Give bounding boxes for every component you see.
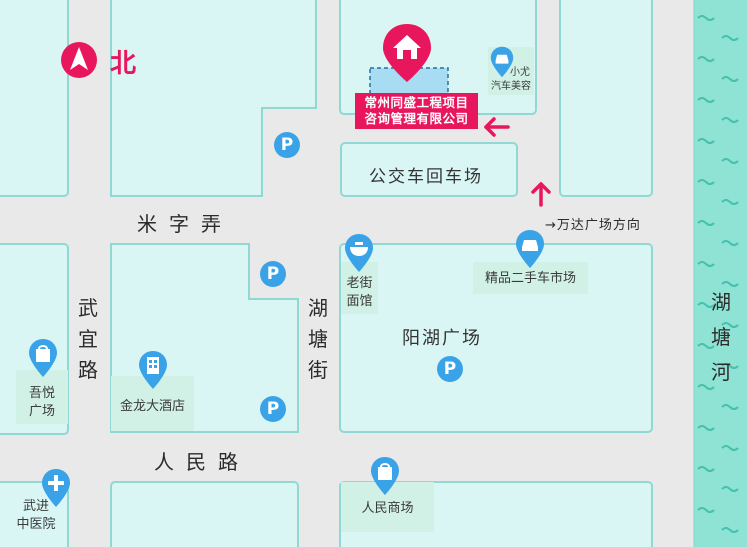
wave [721, 322, 739, 328]
poi-line: 汽车美容 [491, 81, 531, 92]
road-char: 街 [308, 358, 328, 382]
shopping-bag-icon[interactable] [369, 456, 401, 496]
block-bus-depot [340, 142, 518, 197]
poi-laojie-label: 老街 面馆 [341, 275, 378, 311]
road-char: 湖 [308, 296, 328, 320]
hospital-cross-icon[interactable] [40, 468, 72, 508]
river-char: 河 [711, 360, 731, 384]
road-char: 宜 [78, 327, 98, 351]
wave [697, 138, 715, 144]
north-arrow-icon [61, 42, 97, 78]
wave [721, 158, 739, 164]
poi-line: 中医院 [16, 517, 56, 532]
poi-line: 广场 [28, 404, 55, 419]
wave [721, 527, 739, 533]
river-waves [697, 15, 739, 533]
yanghu-square-label: 阳湖广场 [402, 328, 482, 349]
car-icon[interactable] [489, 46, 515, 78]
bowl-icon[interactable] [343, 233, 375, 273]
wave [697, 179, 715, 185]
road-char: 武 [78, 296, 98, 320]
wave [697, 343, 715, 349]
poi-bg [16, 370, 68, 424]
wave [697, 97, 715, 103]
road-char: 塘 [308, 327, 328, 351]
parking-icon[interactable]: P [260, 396, 286, 422]
road-label-wuyi: 武 宜 路 [76, 293, 100, 386]
wave [697, 56, 715, 62]
river-char: 湖 [711, 290, 731, 314]
poi-line: 吾悦 [28, 386, 55, 401]
target-label[interactable]: 常州同盛工程项目 咨询管理有限公司 [355, 93, 478, 129]
wanda-direction-label: →万达广场方向 [545, 218, 641, 233]
wave [721, 281, 739, 287]
wave [721, 363, 739, 369]
river-char: 塘 [711, 325, 731, 349]
wave [697, 466, 715, 472]
block [559, 0, 653, 197]
river [693, 0, 747, 547]
wave [697, 220, 715, 226]
wave [721, 35, 739, 41]
target-label-line1: 常州同盛工程项目 [364, 95, 469, 110]
block [110, 0, 317, 197]
poi-wujin-hospital-label: 武进 中医院 [8, 498, 64, 534]
hotel-icon[interactable] [137, 350, 169, 390]
poi-line: 小尤 [510, 67, 530, 78]
poi-line: 面馆 [346, 294, 373, 309]
parking-icon[interactable]: P [274, 132, 300, 158]
north-label: 北 [110, 49, 137, 79]
car-icon[interactable] [514, 229, 546, 269]
road-label-mizinong: 米字弄 [137, 212, 233, 236]
wave [697, 507, 715, 513]
wave [721, 199, 739, 205]
target-label-line2: 咨询管理有限公司 [364, 111, 469, 126]
block [0, 0, 69, 197]
wave [697, 15, 715, 21]
wave [721, 445, 739, 451]
road-char: 路 [78, 358, 98, 382]
parking-icon[interactable]: P [260, 261, 286, 287]
parking-icon[interactable]: P [437, 356, 463, 382]
river-label: 湖 塘 河 [709, 285, 733, 390]
road-label-renmin: 人民路 [154, 450, 250, 474]
wave [721, 117, 739, 123]
wave [697, 384, 715, 390]
wave [697, 425, 715, 431]
bus-depot-label: 公交车回车场 [369, 167, 483, 187]
house-icon[interactable] [380, 22, 434, 84]
wave [697, 261, 715, 267]
road-label-hutang-street: 湖 塘 街 [306, 293, 330, 386]
poi-wuyue-label: 吾悦 广场 [16, 385, 68, 421]
poi-renmin-mall-label: 人民商场 [361, 501, 414, 516]
arrow-up-icon [531, 182, 551, 207]
shopping-bag-icon[interactable] [27, 338, 59, 378]
wave [697, 302, 715, 308]
wave [721, 404, 739, 410]
wave [721, 240, 739, 246]
poi-xiaoyou-label: 小尤 汽车美容 [488, 66, 534, 94]
poi-line: 老街 [346, 276, 373, 291]
block [110, 481, 299, 547]
arrow-left-icon [484, 117, 510, 137]
wave [721, 76, 739, 82]
wave [721, 486, 739, 492]
poi-line: 武进 [22, 499, 49, 514]
poi-jingpin-label: 精品二手车市场 [484, 271, 576, 286]
poi-jinlong-label: 金龙大酒店 [119, 399, 185, 414]
